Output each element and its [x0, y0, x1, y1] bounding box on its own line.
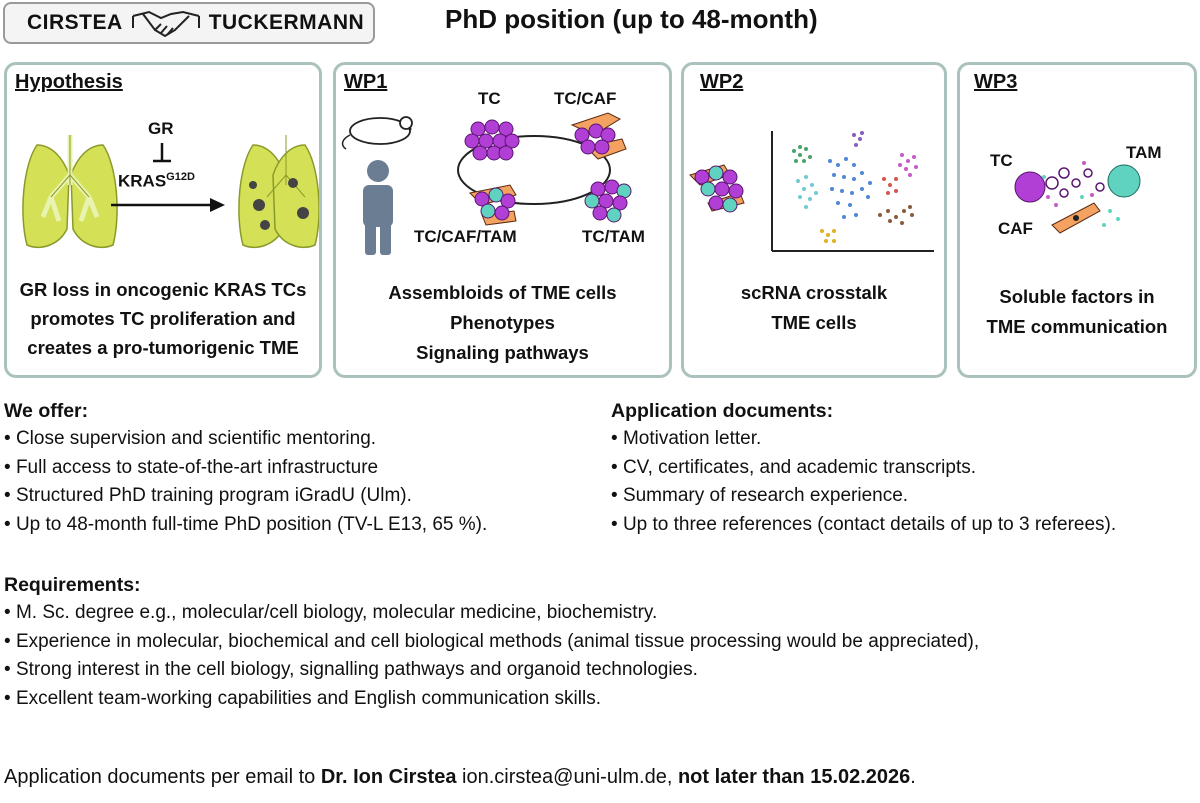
page-title: PhD position (up to 48-month) — [445, 4, 818, 34]
umap-clusters — [792, 131, 918, 243]
wp2-panel: WP2 scRNA crosstalk TME cel — [681, 62, 947, 378]
wp3-label-tam: TAM — [1126, 143, 1162, 162]
human-icon — [363, 160, 393, 255]
tc-caf-tam-organoid-icon — [468, 184, 517, 226]
hypothesis-caption-line: promotes TC proliferation and — [30, 308, 296, 329]
requirements-item: Strong interest in the cell biology, sig… — [4, 656, 979, 685]
requirements-item: M. Sc. degree e.g., molecular/cell biolo… — [4, 599, 979, 628]
tumor-lung-icon — [238, 135, 319, 249]
mouse-icon — [341, 116, 413, 150]
healthy-lung-icon — [22, 135, 118, 249]
wp3-panel: WP3 TC TAM CAF Soluble factors in TME co… — [957, 62, 1197, 378]
requirements-item: Experience in molecular, biochemical and… — [4, 628, 979, 657]
offer-item: Close supervision and scientific mentori… — [4, 425, 487, 454]
application-item: Motivation letter. — [611, 425, 1116, 454]
offer-section: We offer: Close supervision and scientif… — [4, 400, 487, 539]
requirements-list: M. Sc. degree e.g., molecular/cell biolo… — [4, 599, 979, 713]
application-item: CV, certificates, and academic transcrip… — [611, 454, 1116, 483]
requirements-item: Excellent team-working capabilities and … — [4, 685, 979, 714]
contact-email: ion.cirstea@uni-ulm.de, — [456, 766, 678, 788]
offer-heading: We offer: — [4, 400, 89, 422]
application-item: Up to three references (contact details … — [611, 511, 1116, 540]
application-list: Motivation letter. CV, certificates, and… — [611, 425, 1116, 539]
logo-left-text: CIRSTEA — [27, 11, 123, 34]
wp3-label-caf: CAF — [998, 219, 1033, 238]
wp1-caption-line: Signaling pathways — [416, 342, 589, 363]
hypothesis-caption-line: GR loss in oncogenic KRAS TCs — [19, 279, 307, 300]
hypothesis-title: Hypothesis — [15, 71, 123, 93]
wp1-caption-line: Assembloids of TME cells — [388, 282, 617, 303]
deadline: not later than 15.02.2026 — [677, 766, 911, 788]
wp3-title: WP3 — [974, 71, 1018, 93]
wp3-caption: Soluble factors in TME communication — [960, 282, 1194, 342]
hypothesis-panel: Hypothesis GR KRASG12D GR loss in oncoge… — [4, 62, 322, 378]
wp3-caption-line: TME communication — [986, 316, 1168, 337]
offer-item: Full access to state-of-the-art infrastr… — [4, 454, 487, 483]
application-section: Application documents: Motivation letter… — [611, 400, 1116, 539]
wp2-title: WP2 — [700, 71, 744, 93]
organoid-icon — [689, 164, 745, 213]
hypothesis-diagram — [22, 135, 319, 249]
kras-label: KRASG12D — [118, 171, 195, 192]
logo-right-text: TUCKERMANN — [208, 11, 365, 34]
logo-box: CIRSTEA TUCKERMANN — [3, 2, 375, 44]
wp1-label-tc-tam: TC/TAM — [582, 227, 645, 246]
footer-prefix: Application documents per email to — [4, 766, 321, 788]
hypothesis-caption: GR loss in oncogenic KRAS TCs promotes T… — [7, 275, 319, 362]
tc-caf-organoid-icon — [570, 112, 627, 160]
gr-label: GR — [148, 119, 174, 138]
wp3-caption-line: Soluble factors in — [999, 286, 1155, 307]
wp1-label-tc: TC — [478, 89, 501, 108]
wp2-diagram — [689, 131, 934, 252]
hypothesis-caption-line: creates a pro-tumorigenic TME — [27, 337, 299, 358]
kras-text: KRAS — [118, 171, 167, 191]
tc-organoid-icon — [464, 119, 520, 161]
requirements-section: Requirements: M. Sc. degree e.g., molecu… — [4, 574, 979, 713]
offer-list: Close supervision and scientific mentori… — [4, 425, 487, 539]
tc-cell-icon — [1014, 171, 1046, 203]
kras-superscript: G12D — [166, 171, 195, 183]
footer-line: Application documents per email to Dr. I… — [4, 766, 916, 789]
wp1-caption: Assembloids of TME cells Phenotypes Sign… — [336, 278, 669, 368]
wp1-label-tc-caf-tam: TC/CAF/TAM — [414, 227, 517, 246]
wp2-caption: scRNA crosstalk TME cells — [684, 278, 944, 338]
tam-cell-icon — [1107, 164, 1141, 198]
wp1-caption-line: Phenotypes — [450, 312, 555, 333]
tc-tam-organoid-icon — [584, 179, 632, 223]
requirements-heading: Requirements: — [4, 574, 141, 596]
wp2-caption-line: TME cells — [771, 312, 857, 333]
wp3-label-tc: TC — [990, 151, 1013, 170]
contact-name: Dr. Ion Cirstea — [320, 766, 457, 788]
wp1-panel: WP1 — [333, 62, 672, 378]
wp1-diagram — [341, 112, 632, 255]
wp3-diagram — [1014, 161, 1141, 234]
offer-item: Structured PhD training program iGradU (… — [4, 482, 487, 511]
application-heading: Application documents: — [611, 400, 834, 422]
footer-suffix: . — [910, 766, 916, 788]
application-item: Summary of research experience. — [611, 482, 1116, 511]
wp2-caption-line: scRNA crosstalk — [740, 282, 888, 303]
wp1-label-tc-caf: TC/CAF — [554, 89, 617, 108]
wp1-title: WP1 — [344, 71, 388, 93]
handshake-icon — [131, 10, 200, 38]
offer-item: Up to 48-month full-time PhD position (T… — [4, 511, 487, 540]
